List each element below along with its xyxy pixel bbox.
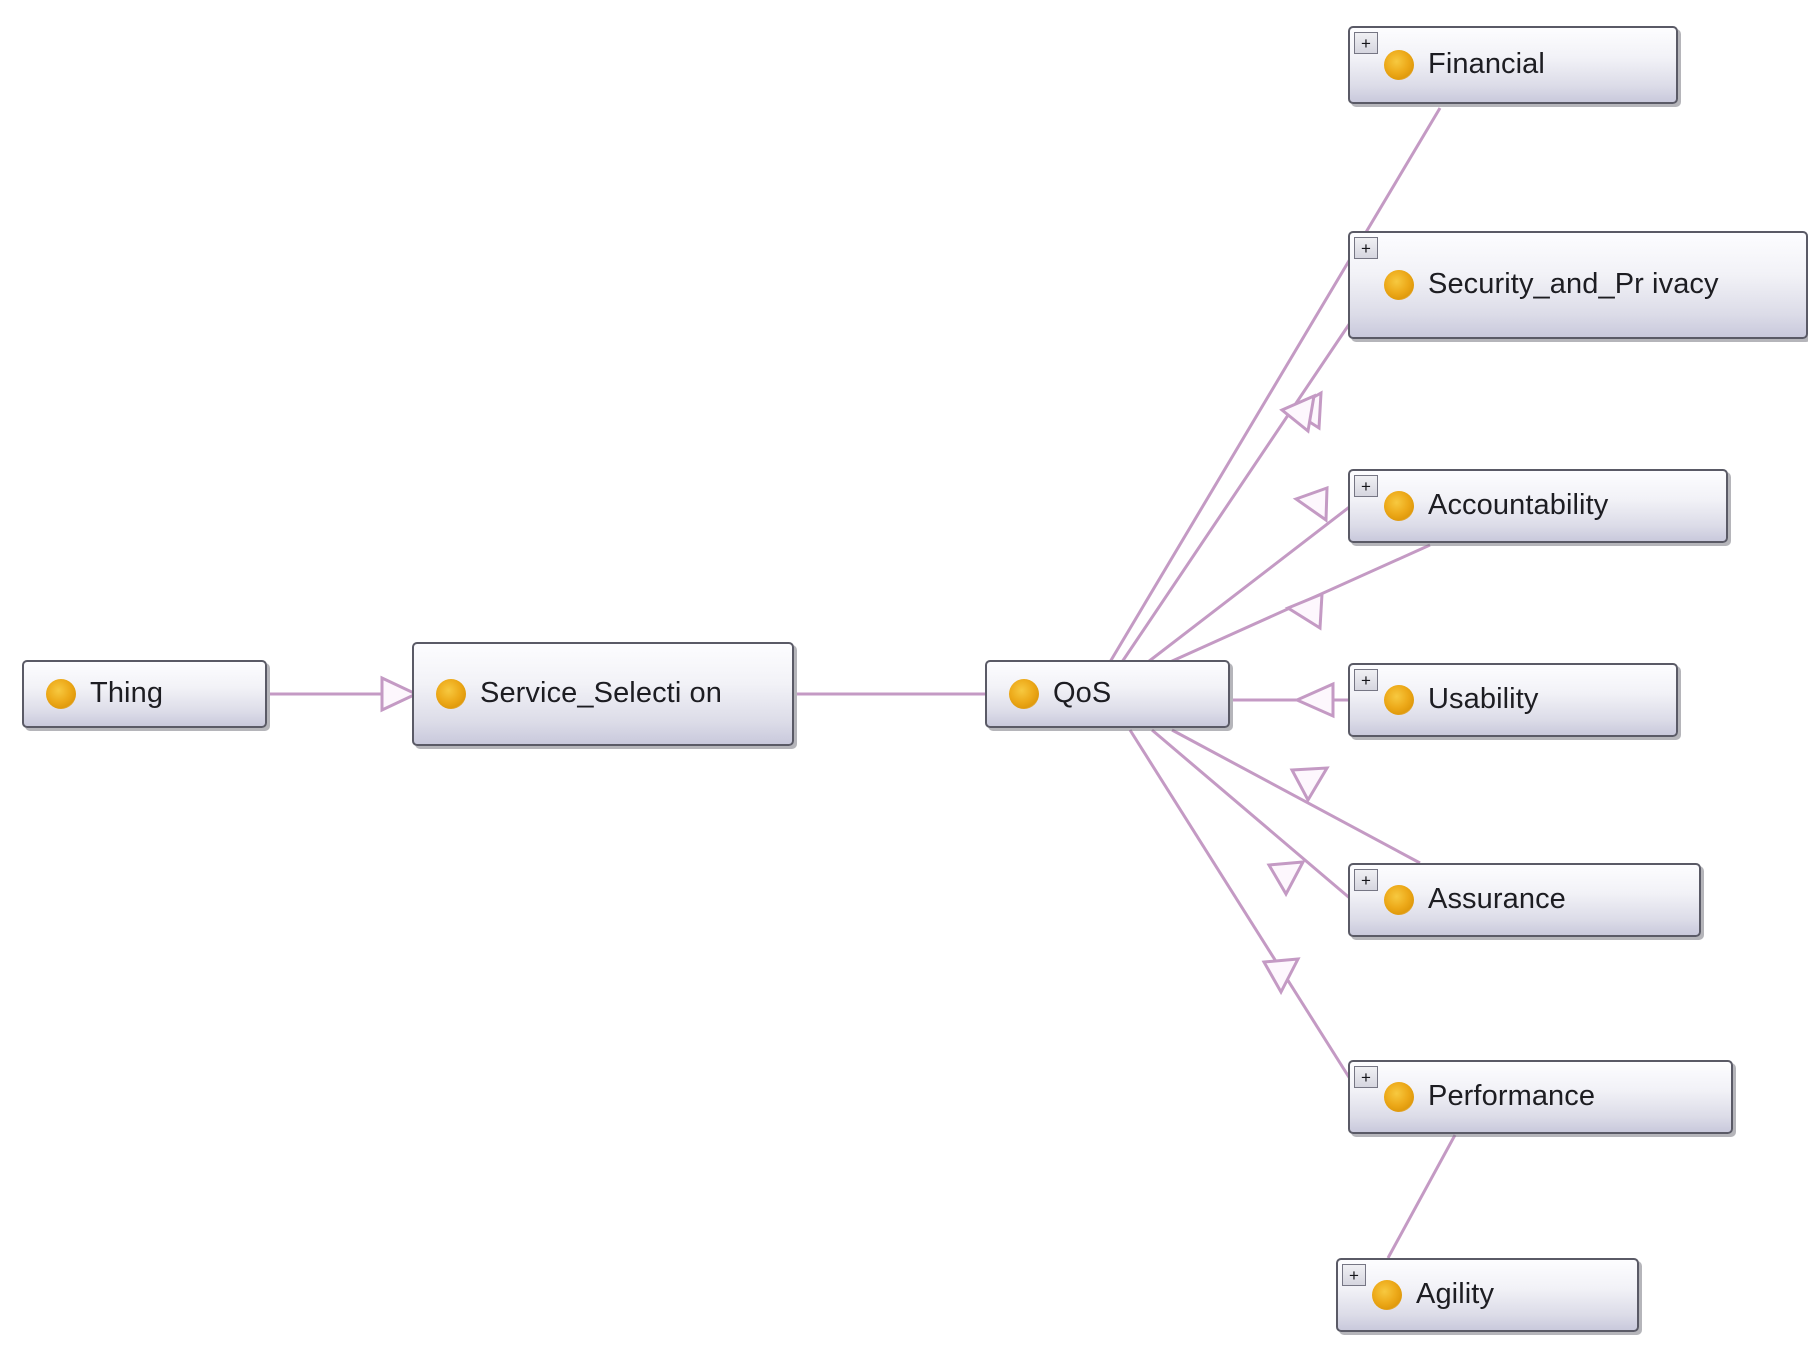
expand-plus-icon[interactable]: +	[1354, 475, 1378, 497]
expand-plus-icon[interactable]: +	[1354, 869, 1378, 891]
class-bullet-icon	[1384, 685, 1414, 715]
node-label-qos: QoS	[1053, 677, 1112, 710]
node-assurance[interactable]: + Assurance	[1348, 863, 1701, 937]
node-service-selection[interactable]: Service_Selecti on	[412, 642, 794, 746]
edge-performance-secondary	[1128, 729, 1354, 1083]
class-bullet-icon	[1372, 1280, 1402, 1310]
node-security-and-privacy[interactable]: + Security_and_Pr ivacy	[1348, 231, 1808, 339]
edge-accountability-to-qos	[1147, 485, 1353, 664]
class-bullet-icon	[46, 679, 76, 709]
class-bullet-icon	[1384, 270, 1414, 300]
edge-thing-to-service-selection	[270, 675, 420, 713]
node-label-financial: Financial	[1428, 48, 1545, 81]
node-accountability[interactable]: + Accountability	[1348, 469, 1728, 543]
edge-performance-to-qos	[1151, 728, 1353, 902]
edge-security-and-privacy-to-qos	[1120, 319, 1354, 663]
class-bullet-icon	[1009, 679, 1039, 709]
class-bullet-icon	[1384, 50, 1414, 80]
edge-financial-to-qos	[1108, 107, 1442, 663]
edge-usability-to-qos	[1233, 681, 1352, 719]
node-label-usability: Usability	[1428, 683, 1539, 716]
edge-accountability-secondary	[1169, 543, 1431, 664]
class-bullet-icon	[1384, 885, 1414, 915]
class-bullet-icon	[1384, 491, 1414, 521]
node-label-service-selection: Service_Selecti on	[480, 677, 722, 710]
expand-plus-icon[interactable]: +	[1354, 1066, 1378, 1088]
node-label-assurance: Assurance	[1428, 883, 1566, 916]
node-financial[interactable]: + Financial	[1348, 26, 1678, 104]
class-bullet-icon	[1384, 1082, 1414, 1112]
node-performance[interactable]: + Performance	[1348, 1060, 1733, 1134]
node-label-security-and-privacy: Security_and_Pr ivacy	[1428, 268, 1719, 301]
node-label-thing: Thing	[90, 677, 164, 710]
node-label-agility: Agility	[1416, 1278, 1495, 1311]
class-bullet-icon	[436, 679, 466, 709]
node-thing[interactable]: Thing	[22, 660, 267, 728]
expand-plus-icon[interactable]: +	[1354, 32, 1378, 54]
node-label-accountability: Accountability	[1428, 489, 1609, 522]
node-qos[interactable]: QoS	[985, 660, 1230, 728]
edge-assurance-to-qos	[1171, 728, 1421, 865]
node-usability[interactable]: + Usability	[1348, 663, 1678, 737]
expand-plus-icon[interactable]: +	[1342, 1264, 1366, 1286]
expand-plus-icon[interactable]: +	[1354, 669, 1378, 691]
expand-plus-icon[interactable]: +	[1354, 237, 1378, 259]
node-agility[interactable]: + Agility	[1336, 1258, 1639, 1332]
edge-agility-to-qos	[1386, 1134, 1457, 1259]
node-label-performance: Performance	[1428, 1080, 1596, 1113]
